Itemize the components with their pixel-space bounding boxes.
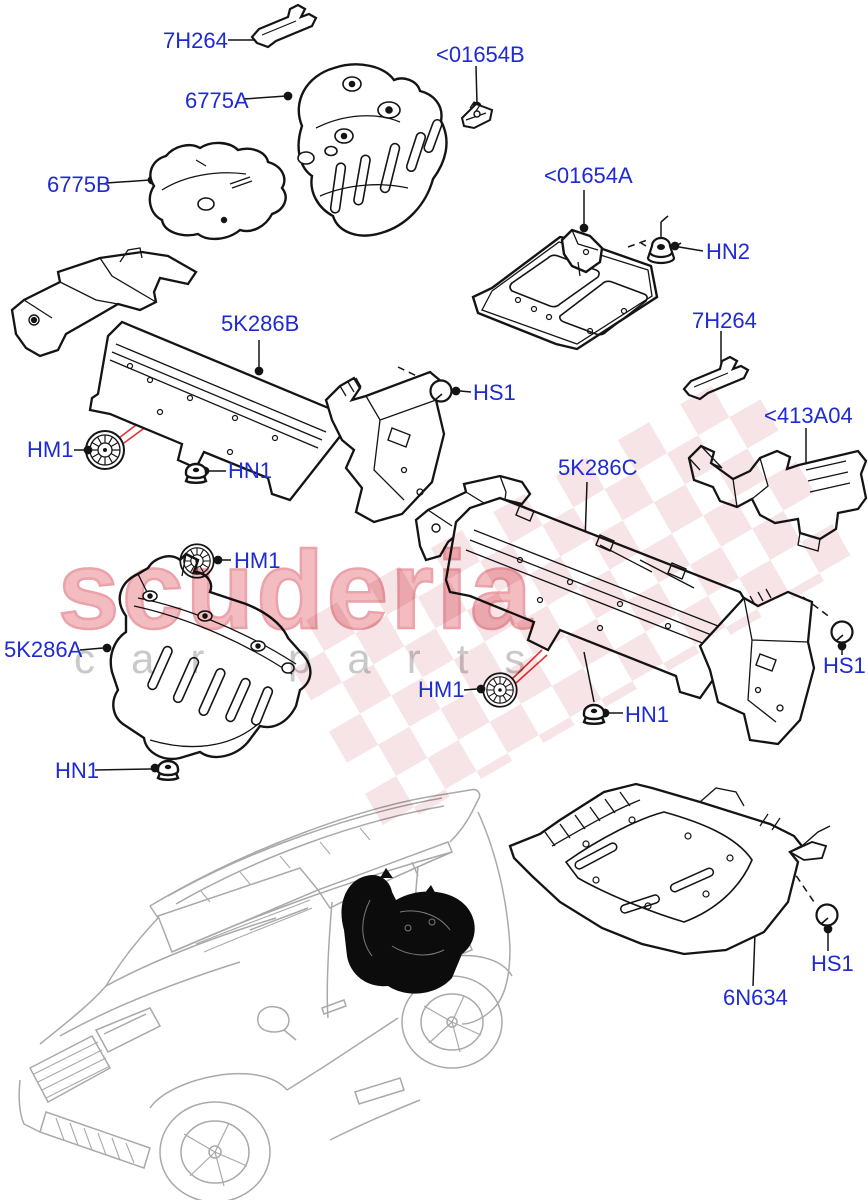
part-label-hn1-mid[interactable]: HN1 bbox=[625, 702, 670, 727]
fastener-hn1-rivet-3 bbox=[582, 703, 606, 725]
fastener-hs1-screw-2 bbox=[830, 620, 854, 644]
part-label-7h264-top[interactable]: 7H264 bbox=[163, 28, 228, 53]
part-7h264-mid-bracket bbox=[682, 355, 750, 401]
part-label-hm1-left[interactable]: HM1 bbox=[27, 437, 74, 462]
fastener-hm1-grommet-3 bbox=[482, 672, 518, 708]
fastener-hs1-screw-3 bbox=[815, 903, 839, 927]
part-6n634-undershield bbox=[508, 782, 831, 956]
part-label-hs1-bottom[interactable]: HS1 bbox=[811, 951, 854, 976]
part-label-7h264-mid[interactable]: 7H264 bbox=[692, 308, 757, 333]
part-label-413a04[interactable]: <413A04 bbox=[764, 403, 853, 428]
part-label-hn2[interactable]: HN2 bbox=[706, 239, 751, 264]
part-label-6775b[interactable]: 6775B bbox=[47, 172, 111, 197]
part-label-5k286a[interactable]: 5K286A bbox=[4, 637, 83, 662]
fastener-hn1-rivet-1 bbox=[184, 462, 208, 484]
fastener-hm1-grommet-1 bbox=[85, 430, 125, 470]
part-label-5k286c[interactable]: 5K286C bbox=[558, 455, 638, 480]
part-7h264-top-bracket bbox=[250, 3, 318, 49]
part-hn2-nut bbox=[640, 236, 682, 265]
part-label-hs1-top[interactable]: HS1 bbox=[473, 380, 516, 405]
part-01654a-bracket-plate bbox=[471, 228, 659, 351]
part-6775a-heatshield bbox=[297, 63, 448, 237]
part-label-01654b[interactable]: <01654B bbox=[436, 42, 525, 67]
fastener-hs1-screw-1 bbox=[429, 379, 453, 403]
part-413a04-duct bbox=[687, 444, 868, 552]
part-label-hm1-mid[interactable]: HM1 bbox=[234, 548, 281, 573]
part-label-hm1-right[interactable]: HM1 bbox=[418, 677, 465, 702]
part-5k286c-underbody-panel bbox=[414, 474, 816, 746]
part-label-hn1-left[interactable]: HN1 bbox=[228, 458, 273, 483]
part-label-5k286b[interactable]: 5K286B bbox=[221, 311, 300, 336]
part-label-6775a[interactable]: 6775A bbox=[185, 88, 249, 113]
highlighted-part-silhouette bbox=[341, 868, 475, 994]
vehicle-locator-drawing bbox=[18, 788, 513, 1200]
part-label-hn1-bottom-left[interactable]: HN1 bbox=[55, 758, 100, 783]
part-01654b-clip bbox=[460, 101, 494, 130]
fastener-hm1-grommet-2 bbox=[179, 543, 215, 579]
part-label-6n634[interactable]: 6N634 bbox=[723, 985, 788, 1010]
fastener-hn1-rivet-2 bbox=[156, 759, 180, 781]
part-label-01654a[interactable]: <01654A bbox=[544, 163, 633, 188]
part-label-hs1-right[interactable]: HS1 bbox=[823, 653, 866, 678]
part-6775b-heatshield bbox=[148, 141, 287, 241]
part-5k286a-heatshield bbox=[109, 552, 312, 761]
